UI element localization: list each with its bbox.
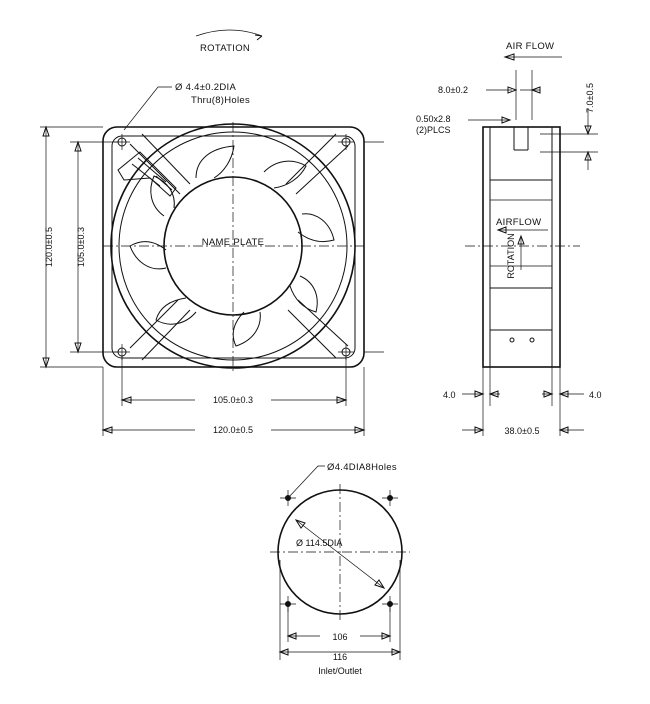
lead-wires [117, 151, 177, 197]
front-rotation-label: ROTATION [200, 43, 250, 54]
cutout-caption: Inlet/Outlet [318, 666, 362, 676]
fan-side-body [482, 126, 561, 368]
dim-holes-vertical: 105.0±0.3 [74, 140, 86, 354]
dim-holes-h-text: 105.0±0.3 [213, 395, 253, 405]
hole-leader [123, 86, 172, 131]
side-airflow-label: AIRFLOW [496, 217, 541, 228]
side-rotation-label: ROTATION [506, 233, 516, 278]
dim-overall-v-text: 120.0±0.5 [44, 227, 54, 267]
rotation-arrow [195, 29, 263, 37]
dim-overall-horizontal: 120.0±0.5 [101, 422, 366, 436]
terminal-note-line1: 0.50x2.8 [416, 114, 451, 124]
terminal-note-line2: (2)PLCS [416, 125, 451, 135]
dim-overall-h-text: 120.0±0.5 [213, 425, 253, 435]
cutout-diameter-label: Ø 114.5DIA [296, 538, 342, 548]
depth-dim: 38.0±0.5 [505, 426, 540, 436]
front-view: ROTATION Ø 4.4±0.2DIA Thru(8)Holes [40, 29, 384, 436]
hole-note-line1: Ø 4.4±0.2DIA [175, 82, 236, 93]
dim-holes-v-text: 105.0±0.3 [76, 227, 86, 267]
nameplate-label: NAME PLATE [202, 237, 264, 248]
fan-blades [129, 145, 335, 347]
side-view: AIR FLOW 8.0±0.2 7.0±0.5 0.50x2.8 (2)PLC… [416, 41, 602, 436]
hole-note-line2: Thru(8)Holes [191, 95, 250, 106]
flange-left-dim: 4.0 [443, 390, 456, 400]
lead-height-dim: 7.0±0.5 [585, 83, 595, 113]
cutout-inner-dim: 106 [332, 632, 347, 642]
dim-holes-horizontal: 105.0±0.3 [120, 392, 348, 406]
side-airflow-top-label: AIR FLOW [506, 41, 554, 52]
flange-right-dim: 4.0 [589, 390, 602, 400]
lead-width-dim: 8.0±0.2 [438, 85, 468, 95]
cutout-holes [280, 490, 398, 612]
cutout-outer-dim: 116 [333, 652, 347, 662]
fan-frame-outer [102, 126, 365, 368]
front-extension-lines [40, 126, 384, 436]
cutout-view: Ø4.4DIA8Holes Ø 114.5DIA 106 116 Inlet/O… [270, 462, 410, 676]
dim-overall-vertical: 120.0±0.5 [42, 125, 54, 369]
cutout-hole-note: Ø4.4DIA8Holes [327, 462, 397, 473]
